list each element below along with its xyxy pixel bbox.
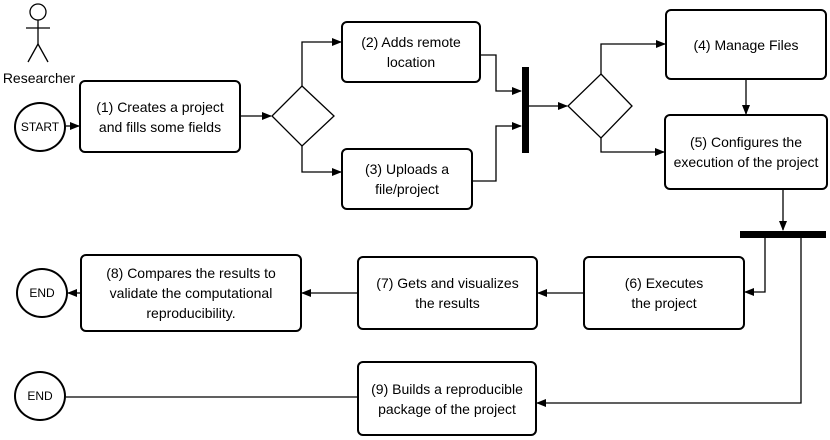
step-5: (5) Configures the execution of the proj…: [664, 114, 828, 190]
edge-s3-bar: [473, 122, 522, 182]
edge-decision2-s4: [600, 40, 666, 74]
fork-bar: [740, 231, 826, 238]
step-7: (7) Gets and visualizes the results: [357, 256, 538, 330]
step-3: (3) Uploads a file/project: [341, 148, 473, 210]
edge-decision1-s3: [301, 146, 342, 176]
researcher-actor-icon: [26, 3, 50, 63]
step-9: (9) Builds a reproducible package of the…: [357, 361, 537, 436]
actor-label: Researcher: [2, 70, 76, 86]
edge-bar-s6: [744, 237, 766, 296]
end-node-1: END: [16, 268, 68, 318]
decision-2: [567, 73, 633, 139]
end-node-2: END: [14, 371, 66, 421]
step-1: (1) Creates a project and fills some fie…: [79, 80, 241, 153]
decision-1: [271, 85, 335, 147]
edge-bar-s9: [536, 237, 802, 407]
join-bar: [522, 67, 529, 153]
step-4: (4) Manage Files: [665, 9, 827, 80]
edge-s2-bar: [481, 54, 522, 95]
edge-decision2-s5: [600, 138, 665, 156]
start-node: START: [14, 102, 66, 152]
step-2: (2) Adds remote location: [341, 21, 481, 83]
edge-decision1-s2: [301, 38, 342, 86]
step-8: (8) Compares the results to validate the…: [80, 254, 302, 332]
step-6: (6) Executes the project: [583, 256, 745, 330]
